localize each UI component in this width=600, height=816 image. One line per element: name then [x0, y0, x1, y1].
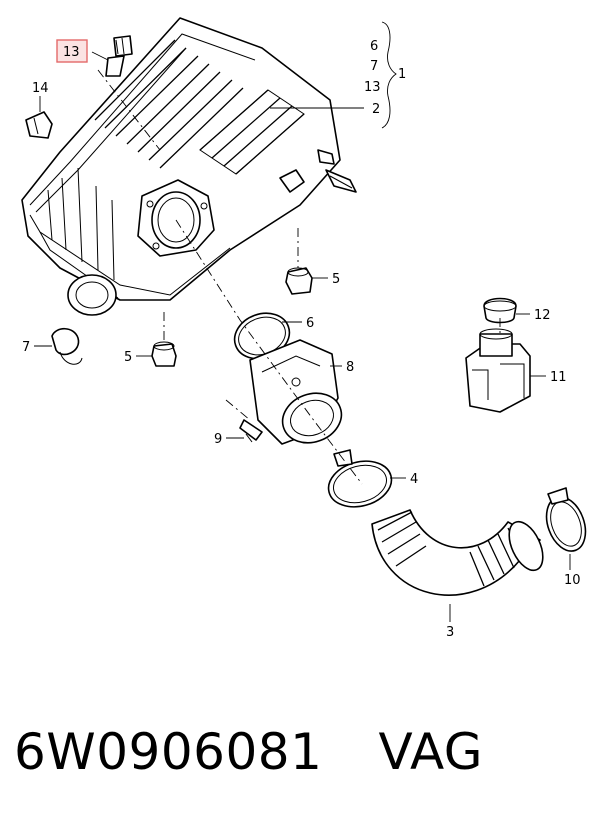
grommet-part-13 [105, 35, 133, 77]
callout-6-mid: 6 [306, 316, 314, 331]
callout-13-highlight: 13 [63, 45, 80, 60]
grommet-part-5-right [285, 267, 313, 295]
callout-12: 12 [534, 308, 551, 323]
callout-labels: 13 14 6 7 13 1 2 5 7 5 6 8 9 12 11 4 10 … [22, 39, 581, 640]
intake-hose-part-3 [371, 509, 544, 596]
exploded-parts-diagram: 13 14 6 7 13 1 2 5 7 5 6 8 9 12 11 4 10 … [21, 17, 587, 640]
callout-5-left: 5 [124, 350, 132, 365]
hose-clamp-part-10 [545, 487, 587, 552]
brand-name: VAG [378, 723, 484, 781]
highlight-box [56, 39, 88, 63]
callout-2: 2 [372, 102, 380, 117]
clip-part-14 [25, 111, 53, 139]
callout-1: 1 [398, 67, 406, 82]
callout-7-top: 7 [370, 59, 378, 74]
callout-7-left: 7 [22, 340, 30, 355]
callout-8: 8 [346, 360, 354, 375]
assembly-axis-lines [97, 69, 501, 485]
callout-4: 4 [410, 472, 418, 487]
part-caption: 6W0906081 VAG [14, 712, 594, 792]
leader-lines [34, 21, 571, 622]
callout-5-right: 5 [332, 272, 340, 287]
callout-9: 9 [214, 432, 222, 447]
callout-14: 14 [32, 81, 49, 96]
cap-part-12 [483, 297, 517, 324]
grommet-part-5-left [151, 341, 177, 367]
callout-13-top: 13 [364, 80, 381, 95]
air-mass-meter-part-8 [249, 339, 343, 445]
part-number: 6W0906081 [14, 723, 323, 781]
callout-10: 10 [564, 573, 581, 588]
callout-11: 11 [550, 370, 567, 385]
bracket-part-11 [465, 328, 531, 413]
callout-6-top: 6 [370, 39, 378, 54]
callout-3: 3 [446, 625, 454, 640]
air-filter-housing [21, 17, 357, 316]
screw-part-9 [239, 419, 263, 443]
hose-clamp-part-4 [327, 449, 393, 508]
clamp-part-7 [51, 327, 83, 365]
